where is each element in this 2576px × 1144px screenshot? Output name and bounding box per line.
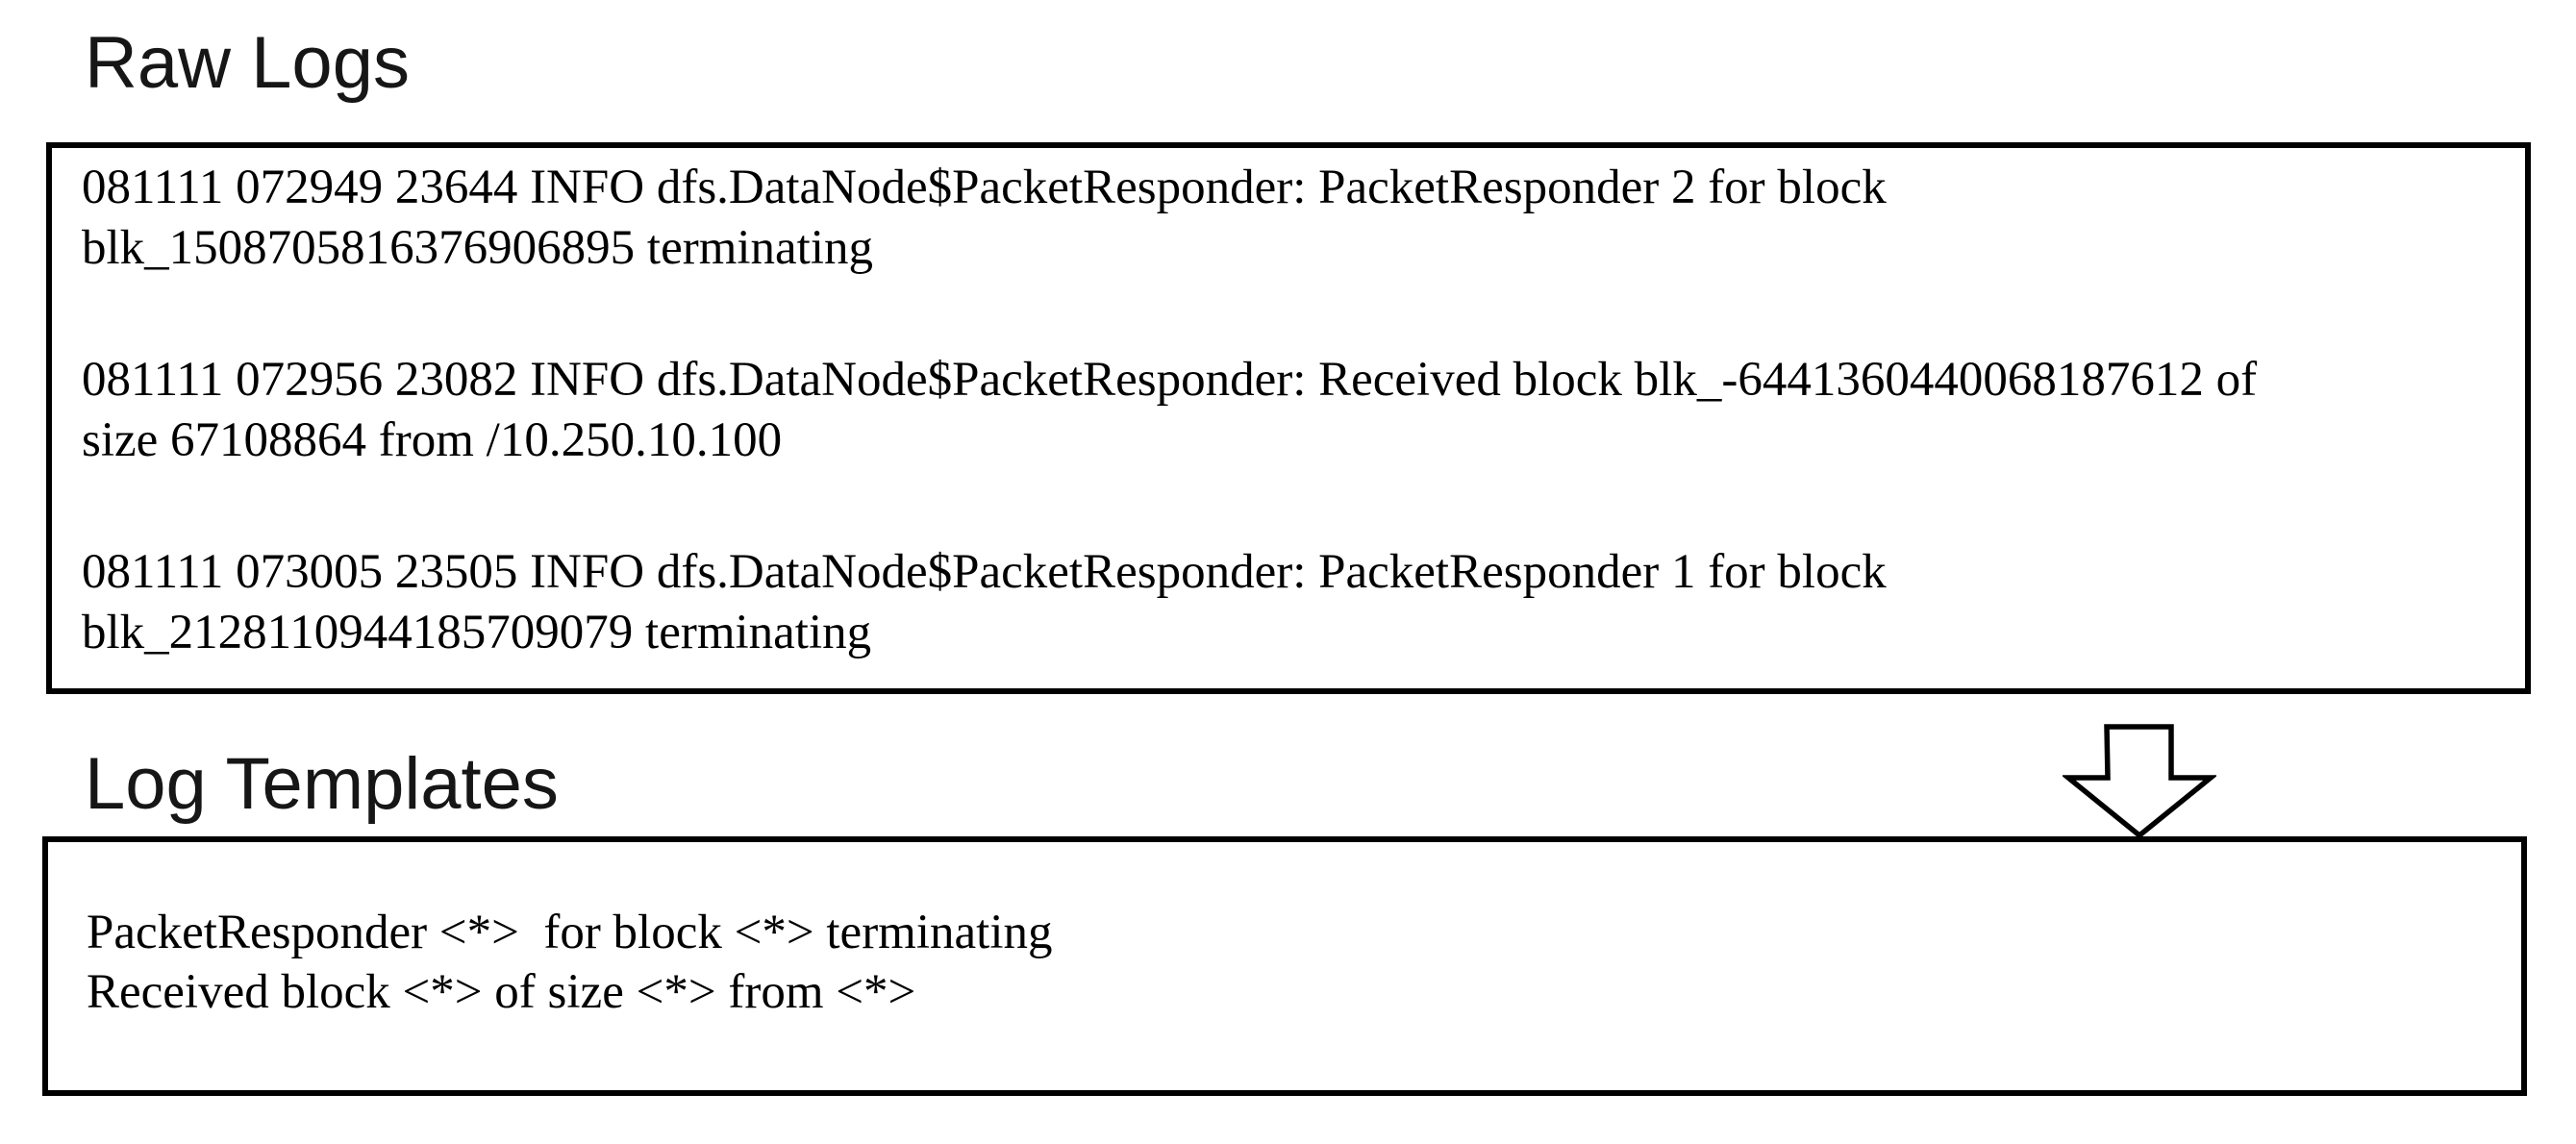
log-templates-title: Log Templates xyxy=(85,743,559,825)
log-entry: 081111 072956 23082 INFO dfs.DataNode$Pa… xyxy=(82,350,2487,471)
log-line: 081111 073005 23505 INFO dfs.DataNode$Pa… xyxy=(82,545,1887,599)
template-line: Received block <*> of size <*> from <*> xyxy=(87,965,916,1019)
log-line: 081111 072956 23082 INFO dfs.DataNode$Pa… xyxy=(82,353,2258,407)
template-line: PacketResponder <*> for block <*> termin… xyxy=(87,906,1053,959)
log-line: blk_2128110944185709079 terminating xyxy=(82,606,872,659)
log-line: 081111 072949 23644 INFO dfs.DataNode$Pa… xyxy=(82,161,1887,214)
down-arrow-icon xyxy=(2063,724,2216,839)
raw-logs-title: Raw Logs xyxy=(85,22,410,104)
raw-logs-box: 081111 072949 23644 INFO dfs.DataNode$Pa… xyxy=(46,142,2531,694)
log-entry: 081111 073005 23505 INFO dfs.DataNode$Pa… xyxy=(82,542,2487,663)
log-line: size 67108864 from /10.250.10.100 xyxy=(82,413,783,467)
log-templates-box: PacketResponder <*> for block <*> termin… xyxy=(42,836,2527,1096)
log-line: blk_1508705816376906895 terminating xyxy=(82,221,874,275)
log-entry: 081111 072949 23644 INFO dfs.DataNode$Pa… xyxy=(82,158,2487,279)
